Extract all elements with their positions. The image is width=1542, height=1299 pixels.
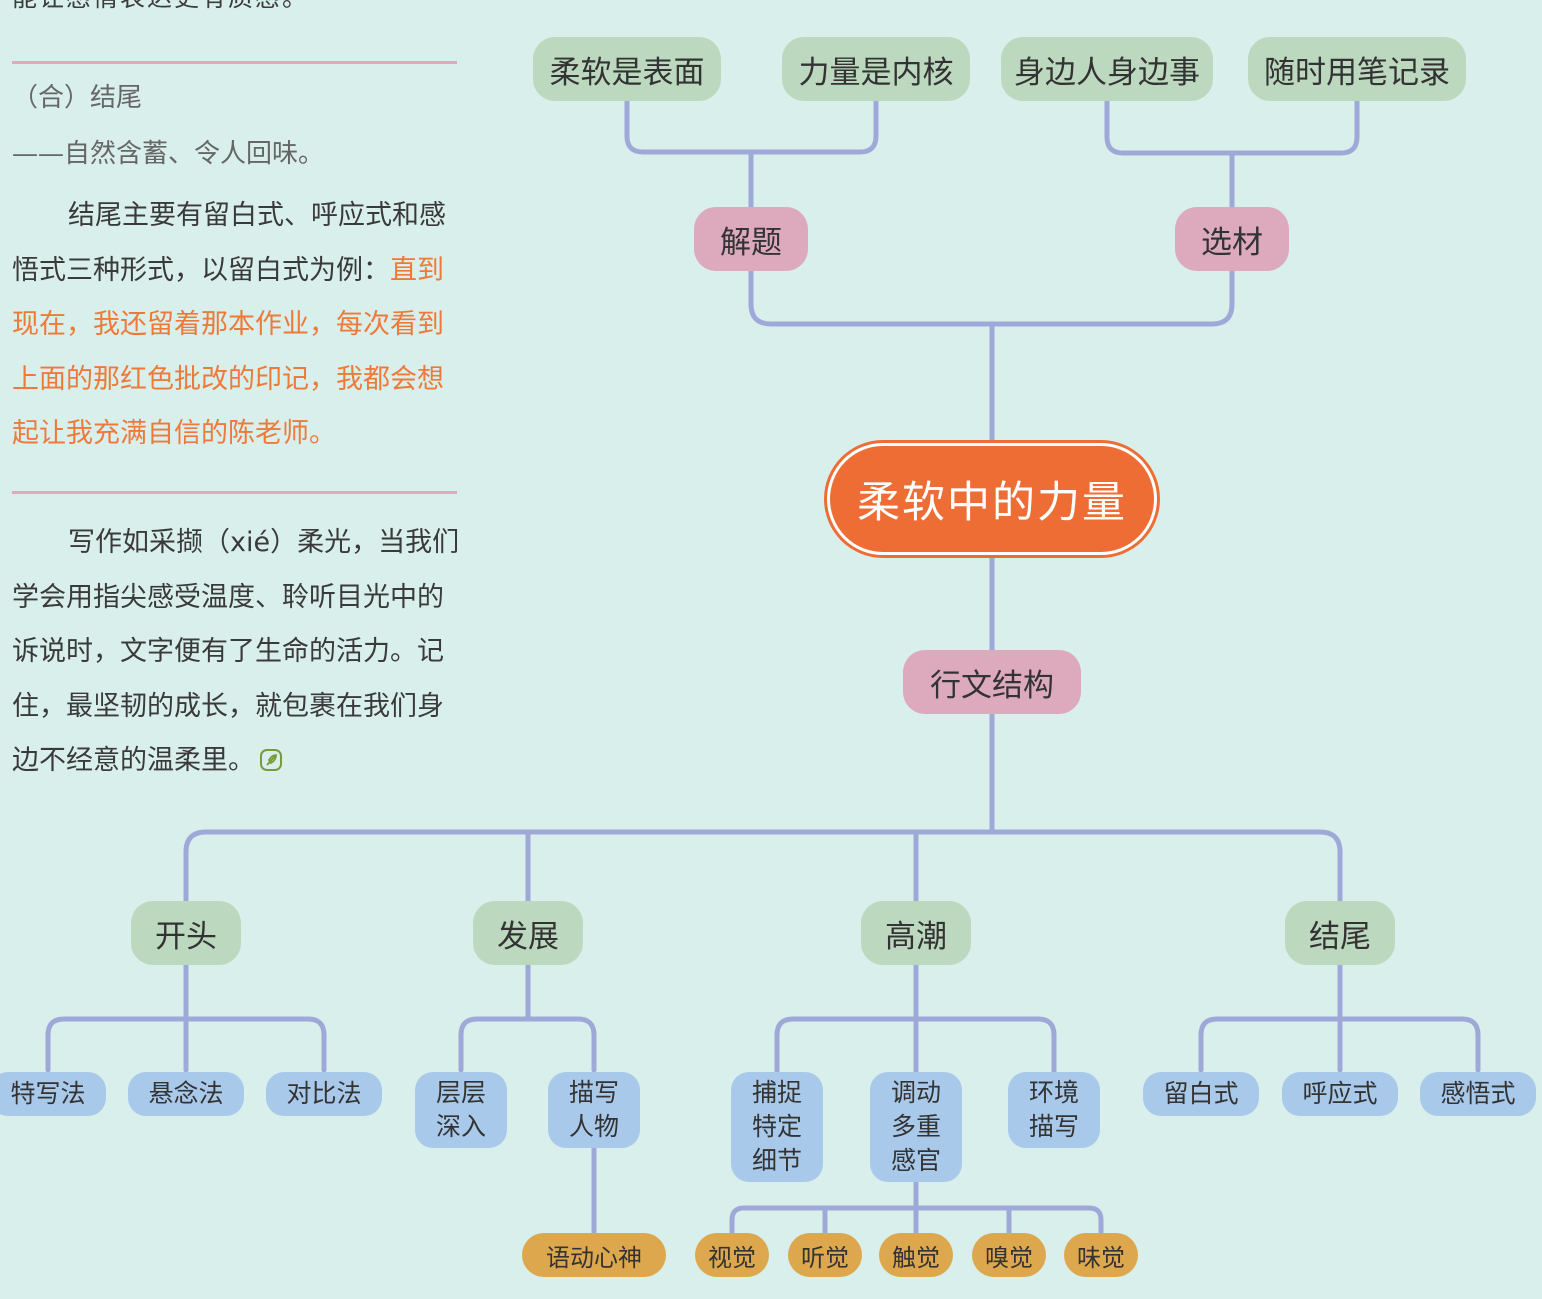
- sense-hearing: 听觉: [788, 1233, 862, 1277]
- method-environment: 环境描写: [1008, 1072, 1100, 1148]
- paragraph-ending-types: 结尾主要有留白式、呼应式和感悟式三种形式，以留白式为例：直到现在，我还留着那本作…: [12, 189, 464, 462]
- connector-climax-bar: [774, 1016, 1057, 1075]
- example-quote: 直到现在，我还留着那本作业，每次看到上面的那红色批改的印记，我都会想起让我充满自…: [12, 254, 444, 450]
- method-closeup: 特写法: [0, 1072, 106, 1116]
- connector-top-branches: [748, 267, 1235, 327]
- stage-climax: 高潮: [861, 901, 971, 965]
- paragraph-conclusion-text: 写作如采撷（xié）柔光，当我们学会用指尖感受温度、聆听目光中的诉说时，文字便有…: [12, 527, 460, 776]
- sense-smell: 嗅觉: [972, 1233, 1046, 1277]
- method-echo-ending: 呼应式: [1282, 1072, 1398, 1116]
- stage-opening: 开头: [131, 901, 241, 965]
- sense-sight: 视觉: [695, 1233, 769, 1277]
- article-column: 能让感情表达更有质感。 （合）结尾 ——自然含蓄、令人回味。 结尾主要有留白式、…: [0, 0, 470, 1299]
- stage-ending: 结尾: [1285, 901, 1395, 965]
- node-title-analysis: 解题: [694, 207, 808, 271]
- article-cut-line: 能让感情表达更有质感。: [12, 0, 309, 14]
- method-capture-details: 捕捉特定细节: [731, 1072, 823, 1182]
- divider-top: [12, 61, 457, 64]
- method-suspense: 悬念法: [128, 1072, 244, 1116]
- connector-material-points: [1104, 97, 1360, 156]
- paragraph-ending-types-text: 结尾主要有留白式、呼应式和感悟式三种形式，以留白式为例：: [12, 200, 446, 286]
- stage-development: 发展: [473, 901, 583, 965]
- method-open-ending: 留白式: [1143, 1072, 1259, 1116]
- node-strength-core: 力量是内核: [782, 37, 970, 101]
- connector-title-points: [624, 97, 879, 155]
- divider-bottom: [12, 491, 457, 494]
- method-multiple-senses: 调动多重感官: [870, 1072, 962, 1182]
- node-people-around: 身边人身边事: [1001, 37, 1213, 101]
- method-step-by-step: 层层深入: [415, 1072, 507, 1148]
- paragraph-conclusion: 写作如采撷（xié）柔光，当我们学会用指尖感受温度、聆听目光中的诉说时，文字便有…: [12, 516, 464, 789]
- connector-stage-bar: [183, 829, 1343, 905]
- connector-opening-bar: [45, 1016, 327, 1073]
- sub-speech-action: 语动心神: [522, 1233, 666, 1277]
- node-material-selection: 选材: [1175, 207, 1289, 271]
- sense-taste: 味觉: [1064, 1233, 1138, 1277]
- sense-touch: 触觉: [879, 1233, 953, 1277]
- method-contrast: 对比法: [266, 1072, 382, 1116]
- connector-ending-bar: [1198, 1016, 1481, 1073]
- node-record-anytime: 随时用笔记录: [1248, 37, 1466, 101]
- node-text-structure: 行文结构: [903, 650, 1081, 714]
- node-soft-surface: 柔软是表面: [533, 37, 721, 101]
- method-describe-character: 描写人物: [548, 1072, 640, 1148]
- leaf-end-mark-icon: [260, 749, 282, 771]
- method-reflection-ending: 感悟式: [1420, 1072, 1536, 1116]
- section-subtitle: ——自然含蓄、令人回味。: [12, 139, 325, 169]
- connector-development-bar: [458, 1016, 597, 1073]
- root-topic: 柔软中的力量: [827, 443, 1157, 555]
- section-heading: （合）结尾: [12, 83, 143, 113]
